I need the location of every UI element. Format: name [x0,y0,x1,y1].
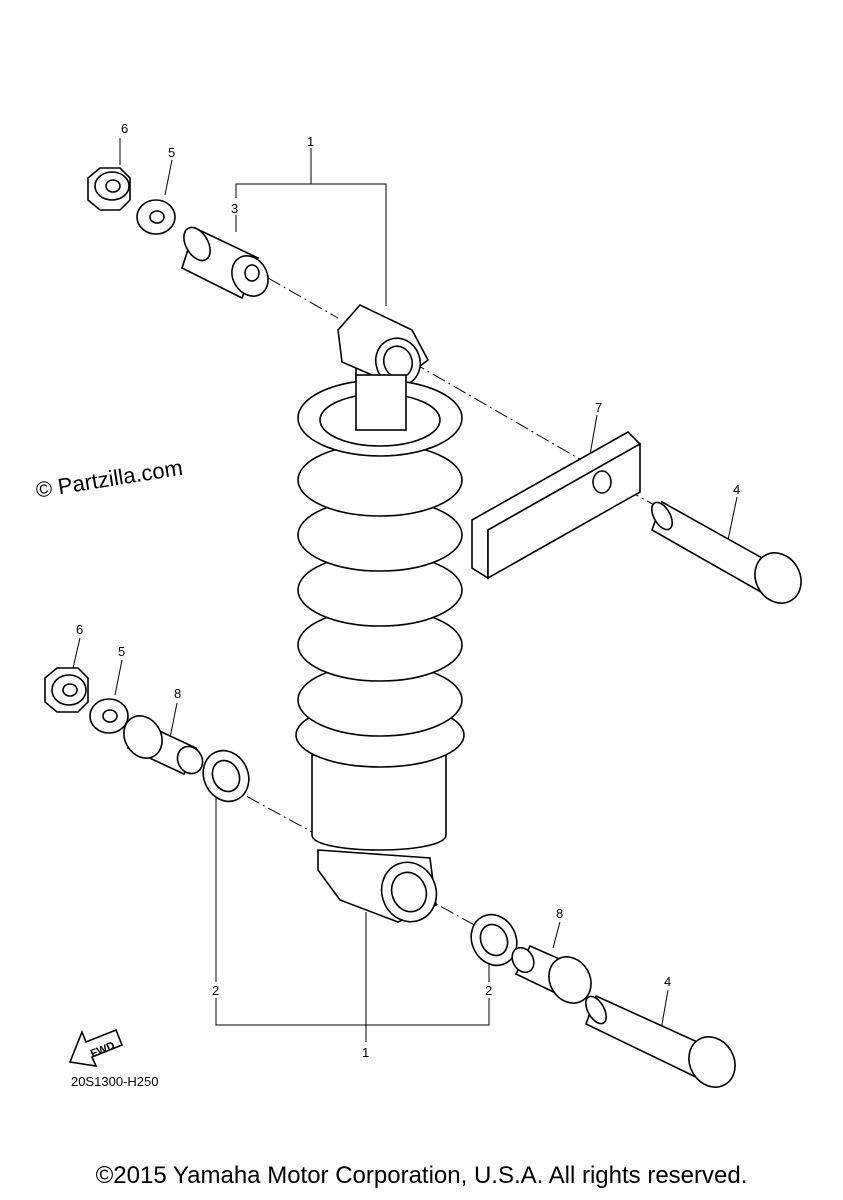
bolt-4-lower [584,994,736,1088]
rear-shock-absorber-1 [295,304,465,923]
callout-5-upper: 5 [168,145,175,160]
callout-5-lower: 5 [118,644,125,659]
leader-lines [72,138,738,1042]
callout-1-top: 1 [307,134,314,149]
spring-coils [295,374,465,768]
collar-8-right [511,944,592,1004]
washer-5-upper [136,199,176,235]
bearing-2-left [202,749,250,803]
collar-3 [181,226,269,300]
fwd-arrow-icon: FWD [68,1028,124,1068]
callout-6-upper: 6 [121,121,128,136]
callout-1-bottom: 1 [362,1045,369,1060]
collar-8-left [123,715,204,776]
washer-5-lower [89,698,129,734]
callout-2-left: 2 [212,983,219,998]
callout-2-right: 2 [485,983,492,998]
callout-8-left: 8 [174,686,181,701]
nut-6-lower [44,667,89,713]
callout-4-upper: 4 [733,482,740,497]
callout-8-right: 8 [556,906,563,921]
callout-7: 7 [595,400,602,415]
bearing-2-right [470,913,518,967]
callout-3: 3 [231,201,238,216]
callout-4-lower: 4 [664,974,671,989]
copyright-notice: ©2015 Yamaha Motor Corporation, U.S.A. A… [95,1162,748,1189]
callout-6-lower: 6 [76,622,83,637]
callout-numbers: 1 6 5 3 7 4 6 5 8 2 2 8 4 1 [76,121,740,1060]
nut-6-upper [87,167,131,211]
diagram-code: 20S1300-H250 [71,1074,159,1089]
bracket-7 [471,431,642,580]
bolt-4-upper [650,500,802,604]
